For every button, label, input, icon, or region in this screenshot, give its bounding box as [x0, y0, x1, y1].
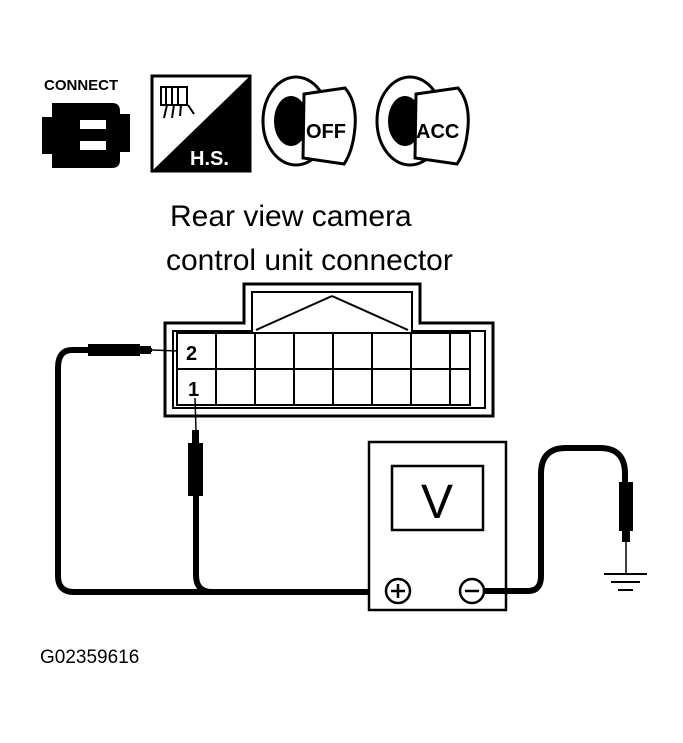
probe-pin-1	[188, 397, 203, 496]
ground-probe	[619, 482, 633, 574]
pin-1-label: 1	[188, 379, 199, 401]
ground-lead-wire	[484, 445, 628, 594]
voltmeter: V	[367, 440, 508, 612]
connect-icon: CONNECT	[42, 77, 130, 168]
connector-body: 2 1	[163, 282, 495, 418]
ignition-off-label: OFF	[306, 121, 346, 143]
ignition-acc-label: ACC	[416, 121, 459, 143]
connector-pin-grid	[176, 332, 471, 406]
ignition-acc-icon: ACC	[375, 75, 470, 167]
lead-wire-pin-1	[193, 496, 213, 595]
connector-lock-tab	[255, 295, 333, 331]
connect-icon-label: CONNECT	[44, 77, 118, 94]
figure-code: G02359616	[40, 647, 139, 668]
ground-symbol-icon	[604, 573, 647, 591]
title-line-2: control unit connector	[166, 244, 453, 277]
voltmeter-display	[390, 464, 485, 532]
voltmeter-label: V	[421, 476, 453, 529]
ignition-off-icon: OFF	[261, 75, 357, 167]
harness-sensor-icon: H.S.	[150, 74, 252, 173]
harness-sensor-icon-label: H.S.	[190, 148, 229, 170]
pin-2-label: 2	[186, 343, 197, 365]
probe-pin-2	[88, 344, 179, 356]
lead-wire-pin-2	[55, 347, 382, 595]
title-line-1: Rear view camera	[170, 200, 412, 233]
